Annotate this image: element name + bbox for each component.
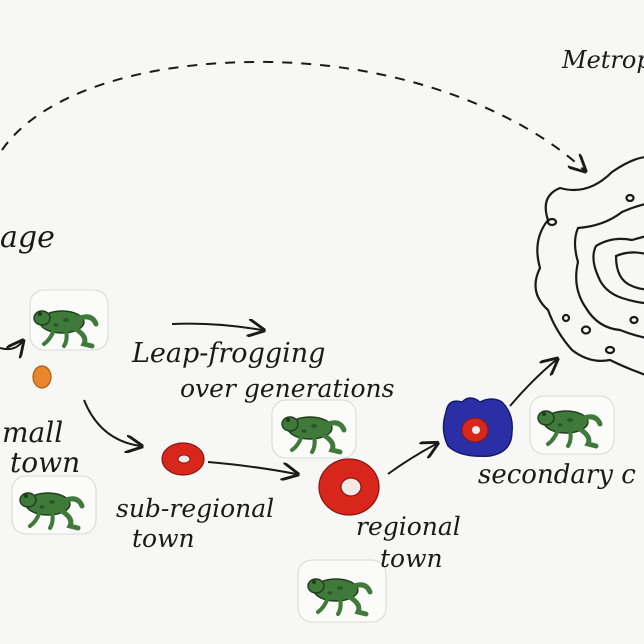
frog-cutout-bottom-left xyxy=(11,475,97,535)
small-town-label-line1: mall xyxy=(2,416,64,449)
leap-frogging-label-line2: over generations xyxy=(180,374,395,403)
village-label: age xyxy=(0,220,55,255)
arrow-icon xyxy=(207,461,296,474)
small-town-label-line2: town xyxy=(10,446,81,479)
secondary-city-dot xyxy=(442,397,513,457)
secondary-city-label: secondary c xyxy=(478,460,636,490)
frog-cutout-bottom xyxy=(297,559,387,623)
regional-town-dot xyxy=(318,458,380,516)
regional-label-line1: regional xyxy=(356,512,461,541)
frog-cutout-middle xyxy=(271,399,357,459)
frog-cutout-right xyxy=(529,395,615,455)
metropolis-label: Metrop xyxy=(562,46,644,74)
small-town-dot xyxy=(32,365,52,389)
arrow-icon xyxy=(171,324,262,330)
sub-regional-label-line1: sub-regional xyxy=(116,494,275,523)
arrow-icon xyxy=(509,360,556,407)
sub-regional-label-line2: town xyxy=(132,524,195,553)
arrow-icon xyxy=(0,342,22,349)
arrow-icon xyxy=(83,399,140,446)
leap-frogging-label-line1: Leap-frogging xyxy=(132,338,326,369)
metropolis-city xyxy=(534,156,644,376)
arrow-icon xyxy=(387,444,436,475)
frog-cutout-top-left xyxy=(29,289,109,351)
dashed-arrow-icon xyxy=(1,60,584,170)
regional-label-line2: town xyxy=(380,544,443,573)
sub-regional-town-dot xyxy=(161,442,205,476)
